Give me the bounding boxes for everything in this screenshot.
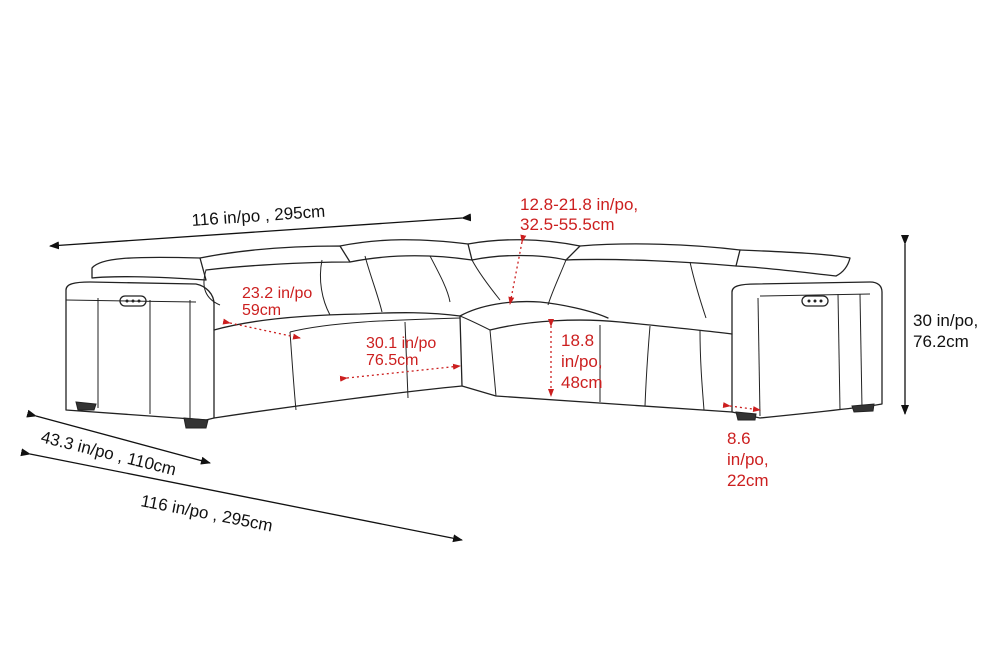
bottom-width-label: 116 in/po , 295cm	[139, 491, 274, 535]
top-width-line	[49, 213, 472, 250]
seat-width-line	[339, 363, 461, 382]
headrest-label-line1: 12.8-21.8 in/po,	[520, 195, 638, 214]
seat-height-label-line3: 48cm	[561, 373, 603, 392]
seat-depth-line	[222, 318, 301, 340]
arm-width-line	[722, 402, 761, 413]
arm-width-label-line2: in/po,	[727, 450, 769, 469]
red-measure-lines	[222, 234, 761, 413]
height-label-line2: 76.2cm	[913, 332, 969, 351]
leg-right-front	[735, 411, 757, 421]
leg-left-back	[183, 417, 209, 429]
height-label-line1: 30 in/po,	[913, 311, 978, 330]
seat-depth-label-line2: 59cm	[242, 302, 281, 319]
dimension-lines	[20, 213, 909, 543]
headrest-line	[508, 234, 527, 305]
arm-width-label-line1: 8.6	[727, 429, 751, 448]
seat-height-label-line1: 18.8	[561, 331, 594, 350]
sofa-outline	[65, 239, 883, 429]
seat-height-label-line2: in/po,	[561, 352, 603, 371]
seat-width-label-line1: 30.1 in/po	[366, 335, 436, 352]
top-width-label: 116 in/po , 295cm	[191, 202, 326, 230]
leg-right-back	[851, 403, 875, 413]
bottom-width-line	[20, 448, 463, 543]
leg-left-front	[75, 401, 97, 411]
seat-width-label-line2: 76.5cm	[366, 352, 418, 369]
arm-width-label-line3: 22cm	[727, 471, 769, 490]
seat-depth-label-line1: 23.2 in/po	[242, 285, 312, 302]
headrest-label-line2: 32.5-55.5cm	[520, 215, 615, 234]
